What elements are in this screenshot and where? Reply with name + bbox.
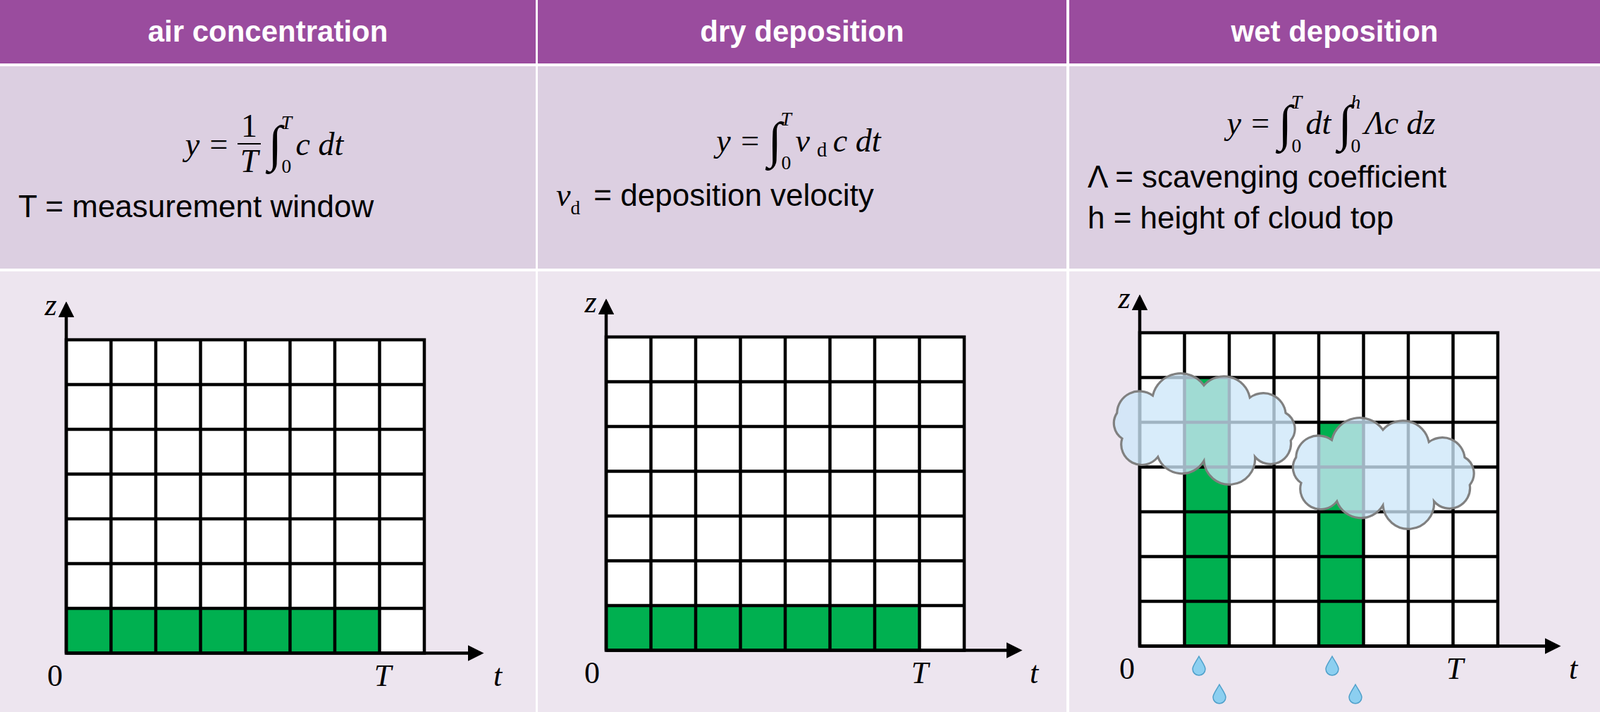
formula-line: y =∫T0vd c dt [556, 114, 1049, 166]
formula-line: y =∫T0dt∫h0Λc dz [1087, 97, 1582, 149]
numerator: 1 [237, 109, 261, 145]
formula-line: y =1T∫T0c dt [18, 109, 518, 180]
header-band [537, 0, 1067, 64]
upper-limit: T [281, 112, 292, 133]
fraction: 1T [236, 109, 263, 180]
axis-label: T [1446, 650, 1464, 687]
integral: ∫h0 [1337, 97, 1361, 149]
axis-label: 0 [1119, 650, 1135, 687]
axis-label: 0 [47, 657, 63, 694]
definition-text: = deposition velocity [593, 177, 874, 213]
lower-limit: 0 [1351, 136, 1362, 156]
axis-label: T [374, 657, 392, 694]
t-axis [606, 648, 1020, 652]
subscript: d [816, 138, 827, 161]
symbol-definition: h = height of cloud top [1087, 199, 1582, 237]
axis-label: z [44, 286, 57, 323]
math-term: y = [716, 122, 761, 159]
header-cell: wet deposition [1069, 0, 1600, 64]
cell-grid [606, 336, 965, 651]
t-axis [1139, 644, 1558, 648]
header-cell: dry deposition [537, 0, 1067, 64]
integral-sign: ∫ [767, 114, 782, 165]
column-header: dry deposition [699, 14, 904, 49]
axis-label: t [493, 657, 502, 694]
subscript: d [570, 197, 581, 219]
grid-panel [537, 271, 1067, 712]
integral-limits: T0 [1291, 97, 1302, 149]
raindrop [1192, 656, 1206, 676]
sampled-cells [606, 605, 920, 651]
math-term: c dt [296, 126, 344, 163]
axis-label: z [584, 284, 597, 320]
lower-limit: 0 [1291, 136, 1302, 156]
lower-limit: 0 [281, 156, 292, 177]
cell-grid [66, 339, 425, 654]
upper-limit: T [1291, 92, 1302, 113]
integral: ∫T0 [268, 118, 293, 170]
integral-limits: h0 [1351, 97, 1362, 149]
math-term: c dt [833, 122, 882, 159]
formula-band [537, 66, 1067, 269]
z-axis [64, 304, 69, 654]
lower-limit: 0 [780, 152, 792, 173]
cloud [1292, 417, 1474, 530]
axis-label: t [1029, 654, 1039, 691]
integral-limits: T0 [780, 114, 792, 166]
symbol-definition: T = measurement window [18, 188, 518, 226]
integral: ∫T0 [1277, 97, 1302, 149]
column-header: wet deposition [1231, 14, 1439, 49]
grid-panel [0, 271, 536, 712]
grid-ground [606, 336, 965, 651]
integral-sign: ∫ [1277, 97, 1292, 149]
integral: ∫T0 [767, 114, 792, 166]
math-term: y = [1226, 105, 1271, 141]
math-term: dt [1306, 105, 1332, 141]
raindrop [1325, 656, 1339, 676]
z-axis [604, 301, 609, 651]
raindrop [1349, 684, 1362, 704]
integral-sign: ∫ [268, 118, 283, 169]
symbol-definition: vd = deposition velocity [556, 175, 1049, 220]
math-term: v [556, 176, 571, 213]
sampled-cells [66, 608, 380, 654]
formula-band [0, 66, 536, 269]
upper-limit: h [1351, 92, 1362, 113]
math-term: Λc dz [1364, 105, 1436, 141]
header-band [0, 0, 536, 64]
definition-text: T = measurement window [18, 188, 374, 224]
denominator: T [236, 144, 263, 179]
cloud [1113, 373, 1295, 485]
definition-text: h = height of cloud top [1087, 200, 1394, 235]
grid-ground [66, 339, 425, 654]
raindrop [1213, 684, 1226, 704]
axis-label: z [1117, 279, 1130, 316]
formula-panel: y =∫T0dt∫h0Λc dzΛ = scavenging coefficie… [1069, 66, 1600, 269]
axis-label: T [911, 654, 929, 691]
t-axis [66, 651, 481, 655]
formula-panel: y =1T∫T0c dtT = measurement window [0, 66, 536, 269]
grid-panel [1069, 271, 1600, 712]
formula-panel: y =∫T0vdc dtvd= deposition velocity [537, 66, 1067, 269]
formula-band [1069, 66, 1600, 269]
header-band [1069, 0, 1600, 64]
header-cell: air concentration [0, 0, 536, 64]
integral-sign: ∫ [1337, 97, 1352, 149]
definition-text: Λ = scavenging coefficient [1087, 159, 1447, 194]
math-term: y = [185, 126, 230, 163]
z-axis [1138, 297, 1142, 647]
column-header: air concentration [148, 14, 389, 49]
integral-limits: T0 [281, 118, 292, 170]
axis-label: t [1568, 650, 1578, 687]
axis-label: 0 [584, 654, 600, 691]
math-term: v [795, 122, 810, 159]
symbol-definition: Λ = scavenging coefficient [1087, 158, 1582, 196]
upper-limit: T [780, 109, 792, 129]
